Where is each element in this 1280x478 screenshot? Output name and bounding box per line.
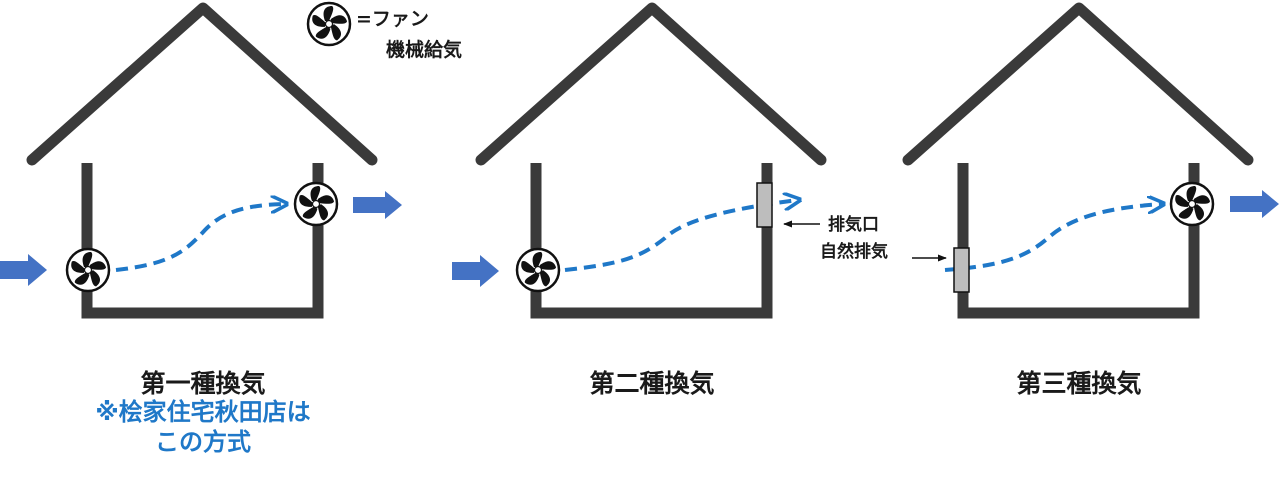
intake-vent xyxy=(953,247,970,293)
legend-mechanical-intake-label: 機械給気 xyxy=(386,39,463,61)
walls xyxy=(957,163,1200,319)
outflow-arrow xyxy=(353,191,402,219)
natural-exhaust-label: 自然排気 xyxy=(820,242,888,262)
fan-icon xyxy=(1169,181,1215,227)
note-line-2: この方式 xyxy=(155,428,251,456)
outflow-arrow xyxy=(1230,190,1279,218)
airflow-path xyxy=(944,204,1162,272)
airflow-path xyxy=(115,204,285,272)
fan-icon xyxy=(293,181,339,227)
exhaust-vent xyxy=(756,182,773,228)
walls xyxy=(530,163,773,319)
fan-icon xyxy=(515,247,561,293)
caption-type-2: 第二種換気 xyxy=(589,369,715,398)
inflow-arrow xyxy=(452,255,499,287)
airflow-path xyxy=(564,200,798,272)
walls xyxy=(81,163,324,319)
house-3 xyxy=(902,2,1279,319)
exhaust-port-label: 排気口 xyxy=(828,215,879,235)
house-1 xyxy=(0,2,402,319)
caption-type-3: 第三種換気 xyxy=(1016,369,1142,398)
inflow-arrow xyxy=(0,254,47,286)
caption-type-1: 第一種換気 xyxy=(140,369,266,398)
roof xyxy=(26,2,378,166)
roof xyxy=(475,2,827,166)
note-line-1: ※桧家住宅秋田店は xyxy=(95,398,311,426)
fan-icon xyxy=(306,1,352,47)
house-2 xyxy=(452,2,827,319)
legend-fan-label: =ファン xyxy=(356,8,429,30)
roof xyxy=(902,2,1254,166)
fan-icon xyxy=(65,247,111,293)
